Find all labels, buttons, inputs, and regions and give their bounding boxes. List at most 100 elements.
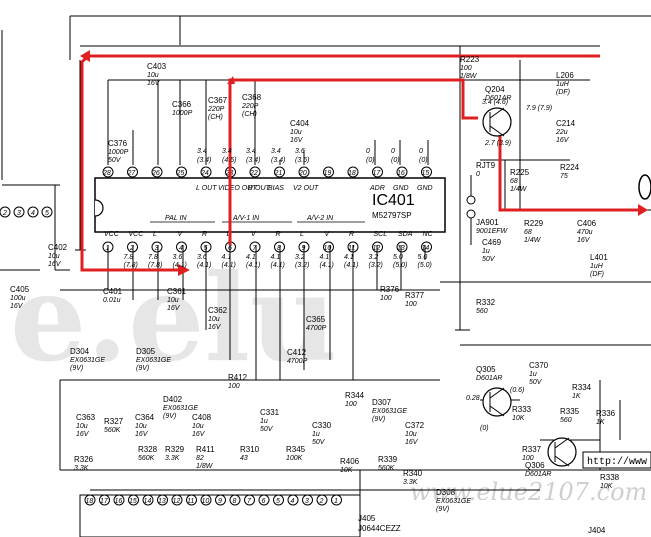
c408-value: 16V (192, 431, 206, 438)
r224-value: 75 (560, 173, 568, 180)
red-arrow-head (178, 264, 190, 276)
ic-bottom-voltage-paren: (5.0) (393, 262, 407, 269)
j405-pin-number-6: 6 (262, 498, 266, 505)
j405-pin-5 (273, 494, 284, 506)
ic-top-label-2: VIDEO OUT (218, 185, 257, 192)
j405-pin-number-18: 18 (86, 498, 94, 505)
c469-ref: C469 (482, 238, 502, 247)
ic-pin-number-2: 2 (129, 245, 134, 252)
r332-value: 560 (476, 308, 488, 315)
ic-pin-15 (421, 166, 432, 178)
r412-value: 100 (228, 383, 240, 390)
ic-top-voltage-paren: (3.4) (271, 157, 285, 164)
c363-value: 10u (76, 423, 88, 430)
ic-pin-18 (347, 166, 359, 178)
red-arrow-out (638, 204, 648, 216)
c372-ref: C372 (405, 421, 425, 430)
red-arrow-start (80, 50, 90, 62)
d402-value: EX0631GE (163, 405, 198, 412)
d307-value: EX0631GE (372, 408, 407, 415)
d304-value: EX0631GE (70, 357, 105, 364)
ic-pin-number-24: 24 (200, 170, 209, 177)
d304-ref: D304 (70, 347, 90, 356)
c370-value: 50V (529, 379, 543, 386)
transistor-voltages: 3.4 (4.6)7.9 (7.9)2.7 (3.9)(0.6)0.28(0) (466, 99, 552, 432)
r326-ref: R326 (74, 455, 94, 464)
c330-value: 1u (312, 431, 320, 438)
ic-bottom-voltage: 3.2 (369, 254, 379, 261)
c366-ref: C366 (172, 100, 192, 109)
ic-voltages: 3.4(3.4)3.4(4.5)3.4(3.4)3.4(3.4)3.6(3.6)… (124, 148, 432, 269)
ic-bottom-voltage: 4.1 (271, 254, 281, 261)
r223-ref: R223 (460, 55, 480, 64)
j405-pin-10 (200, 494, 212, 506)
c331-value: 1u (260, 418, 268, 425)
d305-value: EX0631GE (136, 357, 171, 364)
j405-pin-number-15: 15 (129, 498, 137, 505)
ic401: IC401 M52797SP L OUT VIDEO OUT R OUT BIA… (94, 166, 446, 253)
j405-pin-number-5: 5 (276, 498, 280, 505)
j405-pin-number-10: 10 (202, 498, 210, 505)
c367-value: (CH) (208, 114, 223, 121)
c372-value: 16V (405, 439, 419, 446)
c408-ref: C408 (192, 413, 212, 422)
group-label-av1-in: A/V-1 IN (232, 215, 260, 222)
ic-top-voltage: 3.6 (295, 148, 305, 155)
r333-value: 10K (512, 415, 525, 422)
j405-pin-number-4: 4 (291, 498, 295, 505)
r406-ref: R406 (340, 457, 360, 466)
j405-pin-number-1: 1 (334, 498, 338, 505)
ic-pin-number-22: 22 (249, 170, 258, 177)
q305-transistor (482, 387, 512, 417)
r326-value: 3.3K (74, 465, 89, 472)
ic-bottom-voltage-paren: (7.8) (148, 262, 162, 269)
ic-top-voltage-paren: (0) (366, 157, 375, 164)
c214-value: 16V (556, 137, 570, 144)
c401-ref: C401 (103, 287, 123, 296)
ic-bottom-voltage: 7.8 (148, 254, 158, 261)
ic-bottom-label: L (153, 231, 157, 238)
ic-top-label-1: L OUT (196, 185, 217, 192)
left-pin-4: 4 (31, 210, 35, 217)
l206-value: 1uH (556, 81, 570, 88)
ic-bottom-voltage: 3.2 (295, 254, 305, 261)
ic-bottom-voltage: 3.6 (173, 254, 183, 261)
c376-ref: C376 (108, 139, 128, 148)
l401-value: 1uH (590, 263, 604, 270)
r332-ref: R332 (476, 298, 496, 307)
ic-top-voltage: 3.4 (246, 148, 256, 155)
ic-pin-number-20: 20 (298, 170, 307, 177)
ic-pin-16 (396, 166, 408, 178)
ic-top-label-4: BIAS (268, 185, 284, 192)
j405-pin-11 (186, 494, 197, 506)
ic-pin-28 (102, 166, 114, 178)
r225-value: 1/4W (510, 186, 528, 193)
r334-value: 1K (572, 393, 581, 400)
r412-ref: R412 (228, 373, 248, 382)
lower-bus (59, 379, 440, 470)
ic-bottom-voltage: 4.1 (246, 254, 256, 261)
ic-top-voltage-paren: (4.5) (222, 157, 236, 164)
r329-ref: R329 (165, 445, 185, 454)
ic-bottom-voltage-paren: (4.1) (197, 262, 211, 269)
ic-pin-7 (249, 241, 261, 253)
q204-wire (505, 60, 651, 211)
ic-top-voltage-paren: (3.6) (295, 157, 309, 164)
c365-ref: C365 (306, 315, 326, 324)
c402-ref: C402 (48, 243, 68, 252)
left-pin-3: 3 (17, 210, 21, 217)
j405-pin-9 (215, 494, 226, 506)
c362-value: 10u (208, 316, 220, 323)
j405-pin-4 (287, 494, 299, 506)
r377-value: 100 (405, 301, 417, 308)
ic-bottom-label: V (178, 231, 184, 238)
ic-top-voltage-paren: (3.4) (246, 157, 260, 164)
c214-ref: C214 (556, 119, 576, 128)
j405-pin-number-12: 12 (173, 498, 181, 505)
c366-value: 1000P (172, 110, 193, 117)
red-path-video (228, 78, 478, 245)
q204-voltage-c: 7.9 (7.9) (526, 105, 552, 112)
ic-pin-number-21: 21 (274, 170, 283, 177)
